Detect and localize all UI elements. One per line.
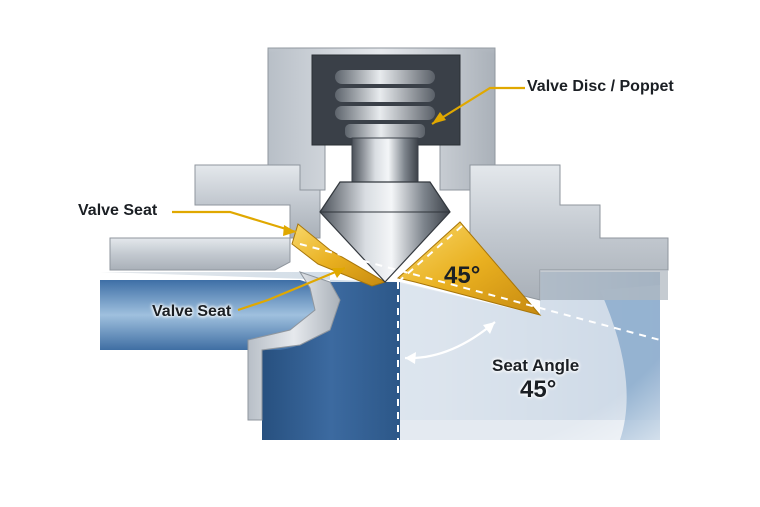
- seat-face-angle-label: 45°: [444, 262, 481, 289]
- valve-seat-label-lower: Valve Seat: [152, 303, 232, 320]
- valve-disc-label: Valve Disc / Poppet: [527, 78, 674, 95]
- seat-angle-title: Seat Angle: [492, 356, 580, 375]
- valve-seat-label-upper: Valve Seat: [78, 202, 158, 219]
- valve-stem: [351, 137, 419, 183]
- seat-angle-value: 45°: [520, 376, 557, 403]
